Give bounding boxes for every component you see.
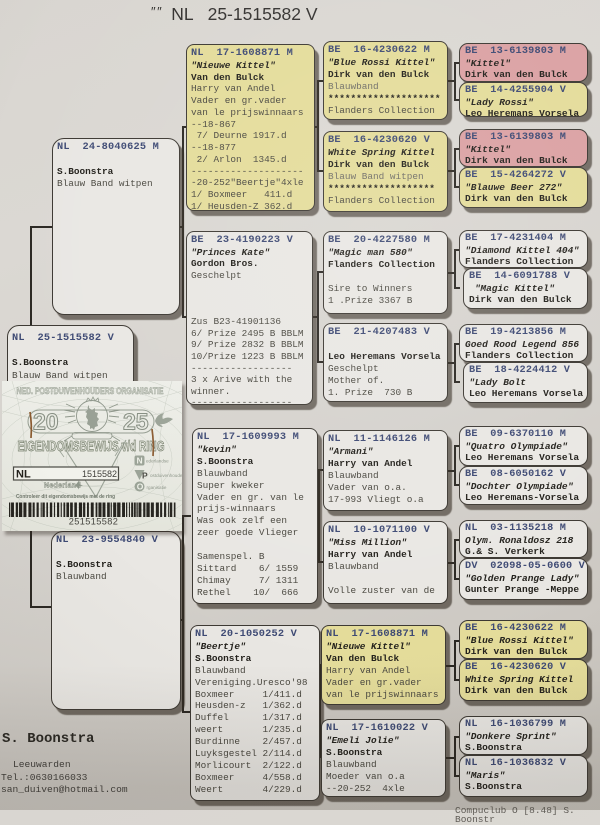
svg-text:ostduivenhouders: ostduivenhouders — [150, 473, 182, 478]
svg-text:P: P — [142, 471, 148, 481]
svg-text:N: N — [137, 456, 143, 466]
svg-text:NL: NL — [16, 468, 31, 480]
svg-text:251515582: 251515582 — [69, 517, 119, 527]
svg-text:Controleer dit eigendomsbewijs: Controleer dit eigendomsbewijs met de ri… — [16, 494, 115, 500]
svg-text:NED. POSTDUIVENHOUDERS ORGANIS: NED. POSTDUIVENHOUDERS ORGANISATIE — [17, 386, 164, 397]
svg-text:EIGENDOMSBEWIJS v/d RING: EIGENDOMSBEWIJS v/d RING — [18, 439, 165, 455]
svg-text:25: 25 — [123, 409, 149, 435]
svg-text:Nederland: Nederland — [44, 483, 81, 490]
svg-text:O: O — [137, 482, 144, 492]
svg-text:20: 20 — [33, 409, 59, 435]
svg-text:ederlandse: ederlandse — [146, 459, 169, 464]
svg-text:rganisatie: rganisatie — [147, 485, 167, 490]
svg-text:1515582: 1515582 — [82, 469, 117, 479]
